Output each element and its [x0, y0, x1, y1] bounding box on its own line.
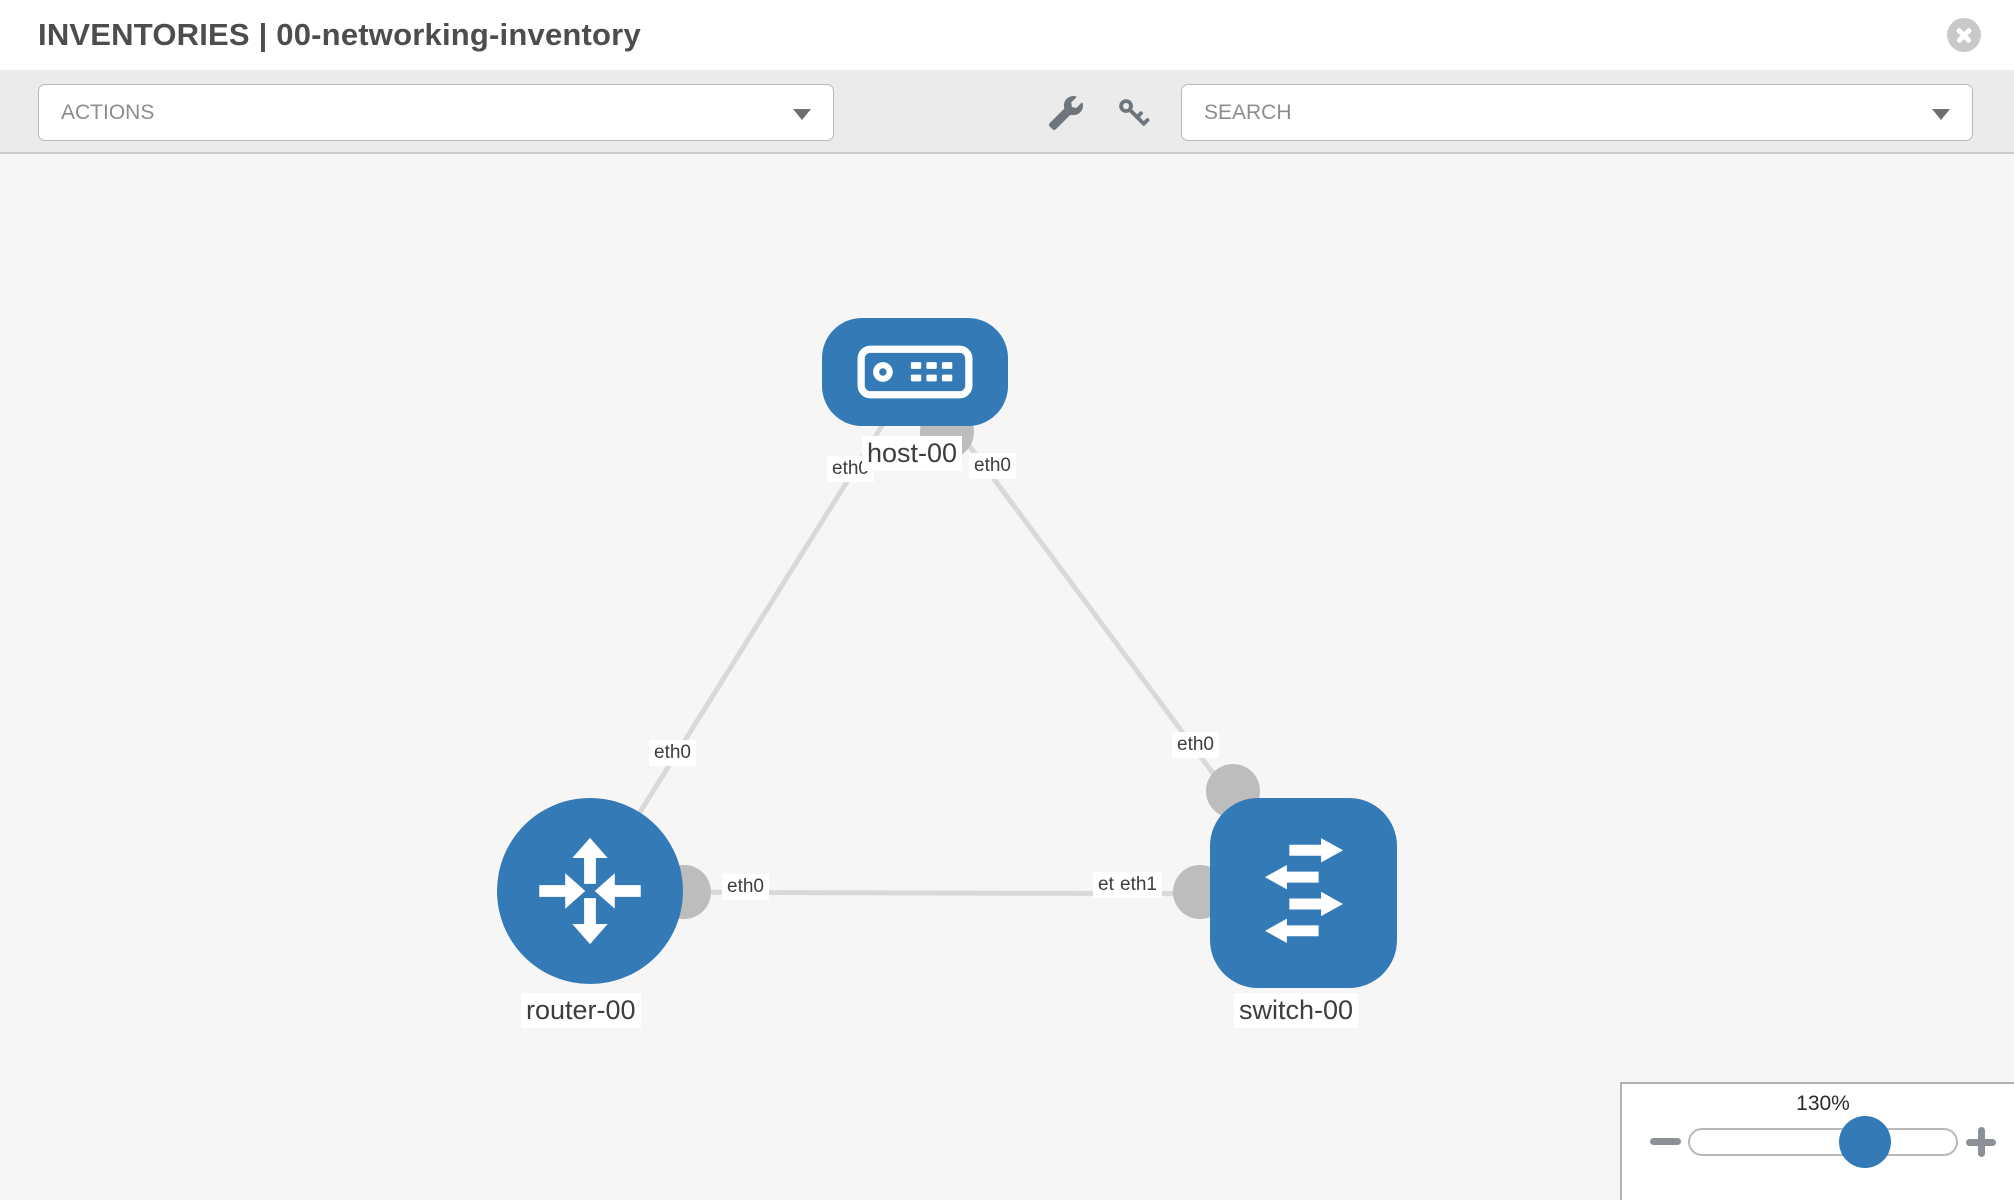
actions-dropdown[interactable]: ACTIONS	[38, 84, 834, 141]
switch-icon	[1264, 838, 1343, 944]
zoom-in-plus-icon[interactable]	[1966, 1127, 1996, 1157]
search-input[interactable]: SEARCH	[1181, 84, 1973, 141]
chevron-down-icon	[793, 109, 811, 120]
topology-links	[587, 371, 1306, 897]
interface-label: eth0	[969, 453, 1016, 479]
actions-dropdown-label: ACTIONS	[61, 100, 155, 124]
chevron-down-icon	[1932, 109, 1950, 120]
page-title: INVENTORIES | 00-networking-inventory	[38, 17, 641, 52]
node-host-00[interactable]	[822, 318, 1008, 426]
interface-label: eth0	[722, 874, 769, 900]
node-label-host-00: host-00	[862, 436, 963, 472]
toolbar: ACTIONS SEARCH	[0, 70, 2014, 154]
header: INVENTORIES | 00-networking-inventory	[0, 0, 2014, 70]
search-placeholder: SEARCH	[1204, 100, 1292, 124]
key-icon[interactable]	[1116, 96, 1150, 130]
node-label-router-00: router-00	[521, 993, 641, 1029]
wrench-icon[interactable]	[1049, 96, 1083, 130]
zoom-out-minus-icon[interactable]	[1650, 1138, 1681, 1145]
zoom-slider-handle[interactable]	[1839, 1116, 1891, 1168]
zoom-slider-track[interactable]	[1688, 1128, 1958, 1156]
interface-label: eth1	[1115, 872, 1162, 898]
topology-canvas[interactable]: eth0 eth0 host-00 eth0 eth0 eth0 eth0 et…	[0, 156, 2014, 1200]
router-icon	[539, 837, 641, 945]
host-icon	[857, 345, 973, 399]
node-label-switch-00: switch-00	[1234, 993, 1359, 1029]
close-icon[interactable]	[1947, 18, 1981, 52]
zoom-panel: 130%	[1620, 1082, 2014, 1200]
interface-label: eth0	[649, 740, 696, 766]
interface-label: eth0	[1172, 732, 1219, 758]
zoom-value: 130%	[1796, 1092, 1850, 1115]
node-switch-00[interactable]	[1210, 798, 1397, 988]
node-router-00[interactable]	[497, 798, 683, 984]
